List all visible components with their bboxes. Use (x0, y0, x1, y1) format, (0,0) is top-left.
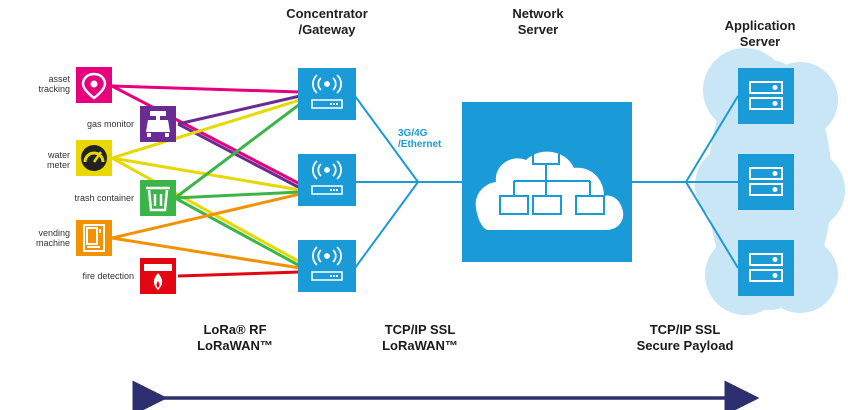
link-asset-g2 (111, 84, 301, 186)
protocol-tcp-ip-lorawan: TCP/IP SSL LoRaWAN™ (382, 322, 458, 353)
link-fire-g3 (177, 270, 301, 278)
server-rack-icon (749, 253, 783, 282)
link-trash-g2 (174, 190, 301, 200)
hierarchy-icon (499, 147, 605, 215)
antenna-icon (312, 246, 342, 266)
gateway-1 (298, 68, 356, 120)
link-vending-g2 (111, 192, 301, 240)
device-label-trash-container: trash container (74, 193, 134, 203)
link-gas-g2 (177, 122, 301, 190)
protocol-lora-rf: LoRa® RF LoRaWAN™ (197, 322, 273, 353)
app-server-3 (738, 240, 794, 296)
device-label-fire-detection: fire detection (82, 271, 134, 281)
link-trash-g1 (174, 102, 301, 200)
device-fire-detection (140, 258, 176, 294)
link-water-g3 (111, 156, 301, 264)
antenna-icon (312, 74, 342, 94)
device-asset-tracking (76, 67, 112, 103)
link-asset-g1 (111, 84, 301, 94)
antenna-icon (312, 160, 342, 180)
link-gas-g1 (177, 94, 301, 126)
gas-canister-icon (146, 111, 170, 137)
gateway-3 (298, 240, 356, 292)
backbone-links (354, 95, 739, 269)
link-vending-g3 (111, 236, 301, 270)
location-pin-icon (81, 72, 107, 100)
cloud-icon (475, 151, 624, 230)
device-trash-container (140, 180, 176, 216)
gateway-2 (298, 154, 356, 206)
link-water-g1 (111, 98, 301, 160)
device-gateway-links (111, 84, 301, 278)
application-server-title: Application Server (724, 18, 796, 49)
app-server-2 (738, 154, 794, 210)
device-label-gas-monitor: gas monitor (86, 119, 134, 129)
network-server-title: Network Server (512, 6, 564, 37)
protocol-secure-payload: TCP/IP SSL Secure Payload (636, 322, 734, 353)
link-trash-g3 (174, 196, 301, 268)
gauge-icon (81, 145, 107, 171)
device-gas-monitor (140, 106, 176, 142)
network-server (462, 102, 632, 262)
trash-can-icon (146, 186, 170, 212)
device-water-meter (76, 140, 112, 176)
server-rack-icon (749, 167, 783, 196)
fire-alarm-icon (144, 264, 172, 290)
vending-machine-icon (83, 224, 105, 252)
device-vending-machine (76, 220, 112, 256)
cellular-ethernet-label: 3G/4G /Ethernet (398, 128, 442, 150)
app-server-1 (738, 68, 794, 124)
gateway-title: Concentrator /Gateway (286, 6, 368, 37)
server-rack-icon (749, 81, 783, 110)
